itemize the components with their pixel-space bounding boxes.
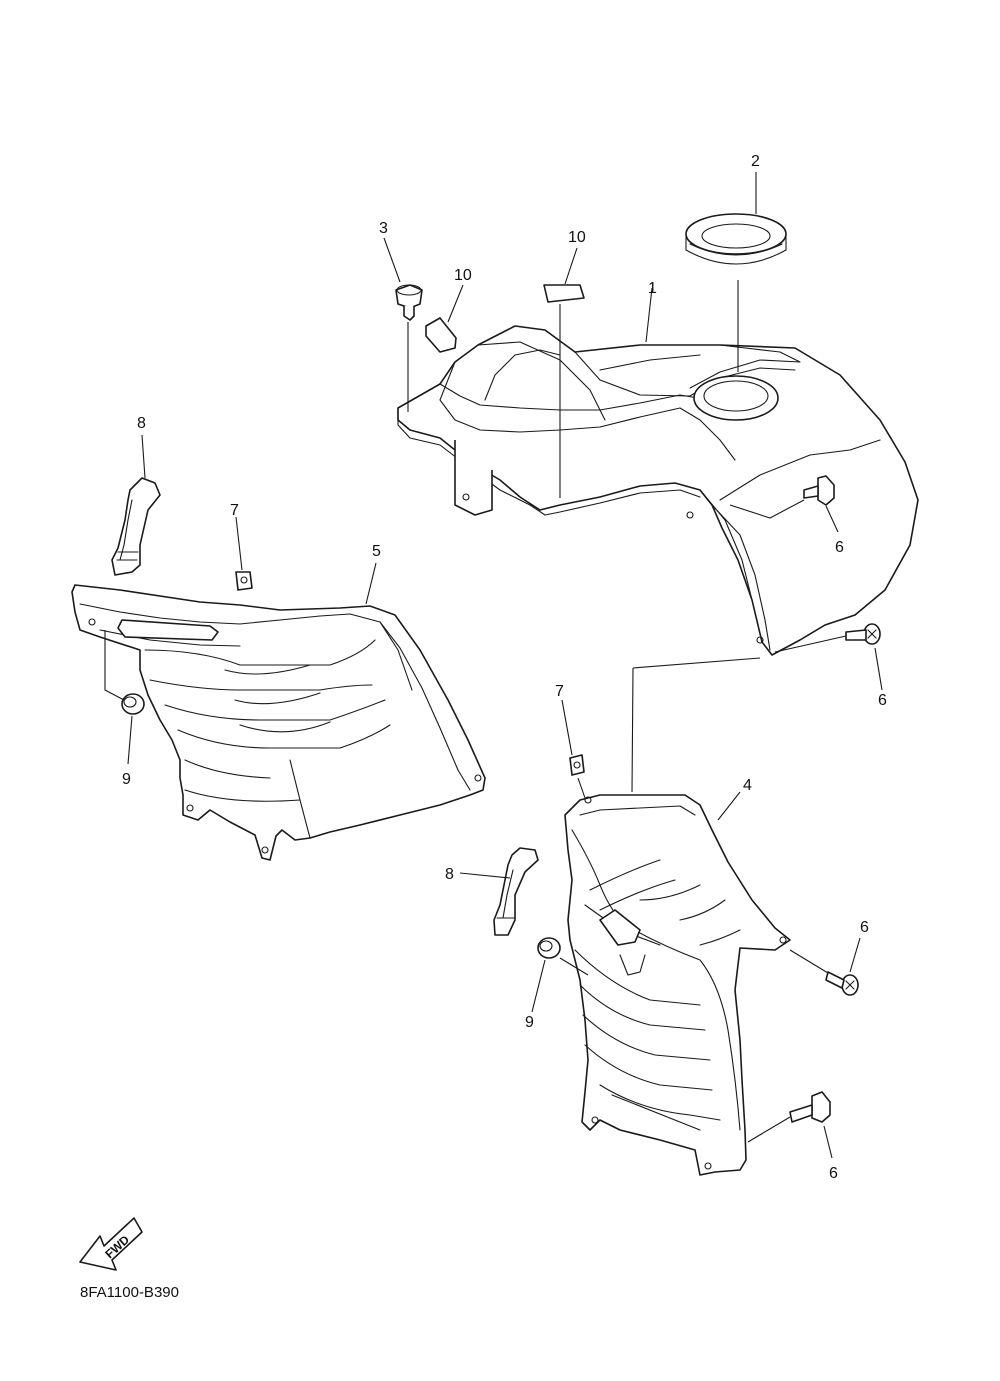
callout-9a: 9 [122,771,131,788]
callout-6c: 6 [860,919,869,936]
callout-6a: 6 [835,539,844,556]
upper-cover-part-1 [397,325,919,656]
callouts: 2 3 10 10 1 8 7 5 6 6 9 7 4 8 6 9 6 [122,153,887,1182]
bolt-part-3 [395,284,423,321]
callout-3: 3 [379,220,388,237]
strap-part-8a [111,477,161,576]
screw-part-6a [803,475,835,506]
callout-6b: 6 [878,692,887,709]
screw-part-6b [845,623,881,645]
assembly-lines [104,172,883,1159]
grommet-part-9a [121,693,145,715]
callout-8b: 8 [445,866,454,883]
callout-7a: 7 [230,502,239,519]
grommet-ring-part-2 [685,213,787,265]
callout-10b: 10 [568,229,586,246]
callout-9b: 9 [525,1014,534,1031]
pad-part-10a [425,317,457,353]
screw-part-6d [789,1091,831,1123]
grommet-part-9b [537,937,561,959]
callout-4: 4 [743,777,752,794]
callout-7b: 7 [555,683,564,700]
clip-nut-part-7a [235,571,253,591]
callout-1: 1 [648,280,657,297]
clip-nut-part-7b [569,754,585,776]
callout-10a: 10 [454,267,472,284]
pad-part-10b [543,284,585,303]
callout-8a: 8 [137,415,146,432]
callout-5: 5 [372,543,381,560]
strap-part-8b [493,847,539,936]
left-side-cover-part-5 [71,584,486,861]
right-side-cover-part-4 [564,794,791,1176]
fwd-arrow-icon: FWD [79,1217,143,1271]
drawing-code: 8FA1100-B390 [80,1284,179,1301]
callout-6d: 6 [829,1165,838,1182]
callout-2: 2 [751,153,760,170]
screw-part-6c [825,971,859,996]
